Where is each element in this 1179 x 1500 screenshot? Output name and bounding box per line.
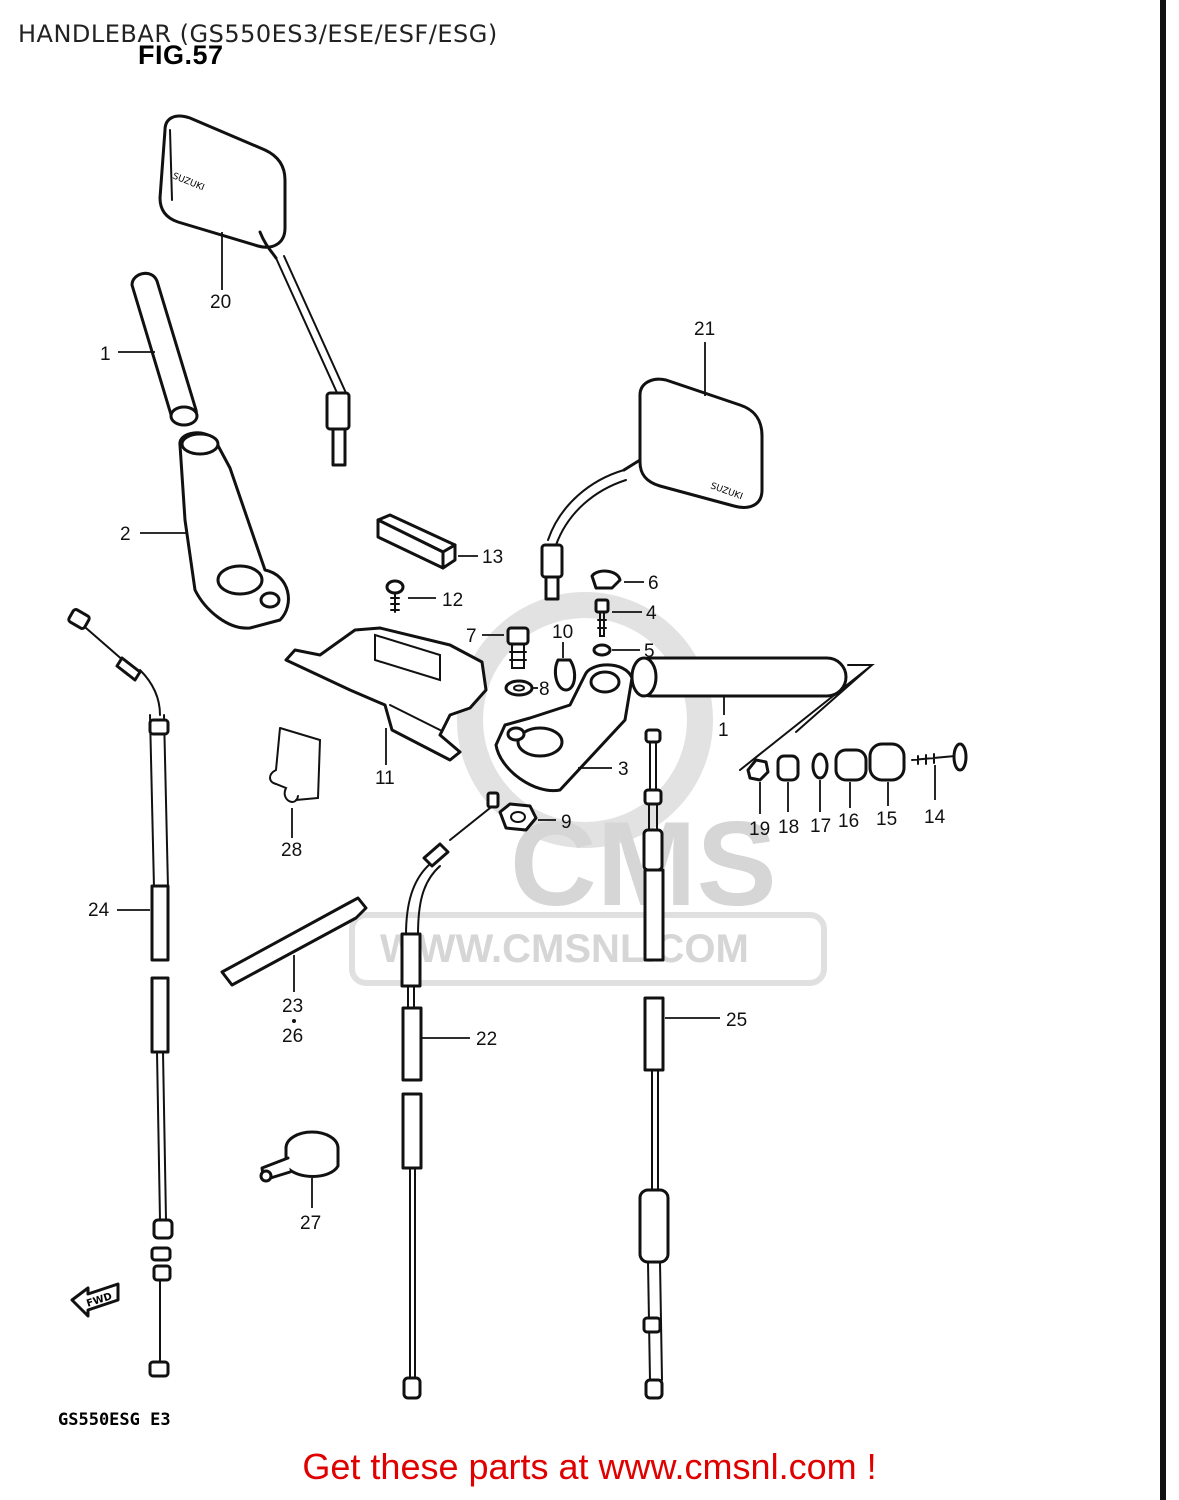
washer-5: [592, 643, 640, 657]
throttle-cable-25: [638, 728, 720, 1400]
callout-24: 24: [88, 900, 110, 921]
callout-4: 4: [646, 603, 657, 624]
callout-23: 23: [282, 996, 303, 1017]
callout-7: 7: [466, 626, 477, 647]
callout-1-right: 1: [718, 720, 729, 741]
cap-6: [590, 569, 644, 590]
callout-5: 5: [644, 641, 655, 662]
callout-22: 22: [476, 1029, 497, 1050]
callout-6: 6: [648, 573, 659, 594]
balancer-stack: [746, 742, 968, 814]
callout-13: 13: [482, 547, 503, 568]
label-plate: [376, 513, 478, 570]
wire-clip-28: [269, 727, 322, 838]
forward-arrow-icon: FWD: [70, 1282, 120, 1318]
callout-26: 26: [282, 1026, 303, 1047]
clutch-cable-24: [67, 608, 174, 1378]
handlebar-holder: [284, 626, 488, 765]
callouts: 20 1 21 2 13 12 6 4 7 10 5 8 1 11 3 19 1…: [88, 292, 946, 1234]
throttle-housing-27: [259, 1130, 340, 1208]
callout-18: 18: [778, 817, 799, 838]
callout-14: 14: [924, 807, 946, 828]
page-title: HANDLEBAR (GS550ES3/ESE/ESF/ESG): [18, 20, 498, 48]
bolt-7: [482, 626, 530, 669]
callout-27: 27: [300, 1213, 321, 1234]
callout-16: 16: [838, 811, 859, 832]
right-lever-bracket: [494, 663, 634, 793]
callout-25: 25: [726, 1010, 747, 1031]
strap-23-26: [220, 896, 368, 1023]
nut-9: [498, 802, 556, 832]
callout-19: 19: [749, 819, 770, 840]
left-grip: [118, 271, 199, 427]
cap-10: [553, 642, 577, 692]
left-lever-bracket: [140, 431, 290, 630]
right-mirror: SUZUKI: [540, 342, 764, 601]
screw-12: [385, 579, 436, 613]
callout-9: 9: [561, 812, 572, 833]
callout-17: 17: [810, 816, 831, 837]
model-code: GS550ESG E3: [58, 1410, 171, 1430]
left-mirror: SUZUKI: [158, 114, 351, 467]
callout-1: 1: [100, 344, 111, 365]
screw-4: [594, 598, 642, 637]
callout-3: 3: [618, 759, 629, 780]
figure-number: FIG.57: [138, 40, 224, 70]
watermark-url: WWW.CMSNL.COM: [380, 927, 749, 971]
washer-8: [504, 679, 538, 697]
throttle-cable-22: [400, 791, 500, 1400]
watermark: CMS WWW.CMSNL.COM: [349, 592, 827, 986]
callout-8: 8: [539, 679, 550, 700]
callout-10: 10: [552, 622, 573, 643]
right-grip: [630, 656, 875, 771]
callout-28: 28: [281, 840, 302, 861]
callout-15: 15: [876, 809, 897, 830]
callout-12: 12: [442, 590, 463, 611]
footer-cta-link[interactable]: Get these parts at www.cmsnl.com !: [302, 1446, 877, 1487]
callout-11: 11: [375, 768, 395, 789]
callout-2: 2: [120, 524, 131, 545]
page-border: [1160, 0, 1166, 1500]
callout-20: 20: [210, 292, 231, 313]
callout-21: 21: [694, 319, 715, 340]
